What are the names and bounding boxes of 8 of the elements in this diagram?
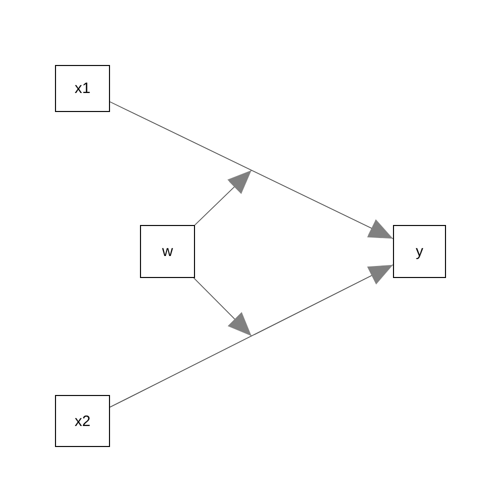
- arrow: [110, 101, 394, 240]
- arrow: [193, 278, 252, 336]
- arrow: [110, 264, 394, 408]
- variable-box: x1: [55, 65, 110, 112]
- variable-box: w: [140, 225, 195, 278]
- variable-box: x2: [55, 395, 110, 447]
- arrow: [194, 170, 252, 226]
- variable-box: y: [393, 225, 446, 278]
